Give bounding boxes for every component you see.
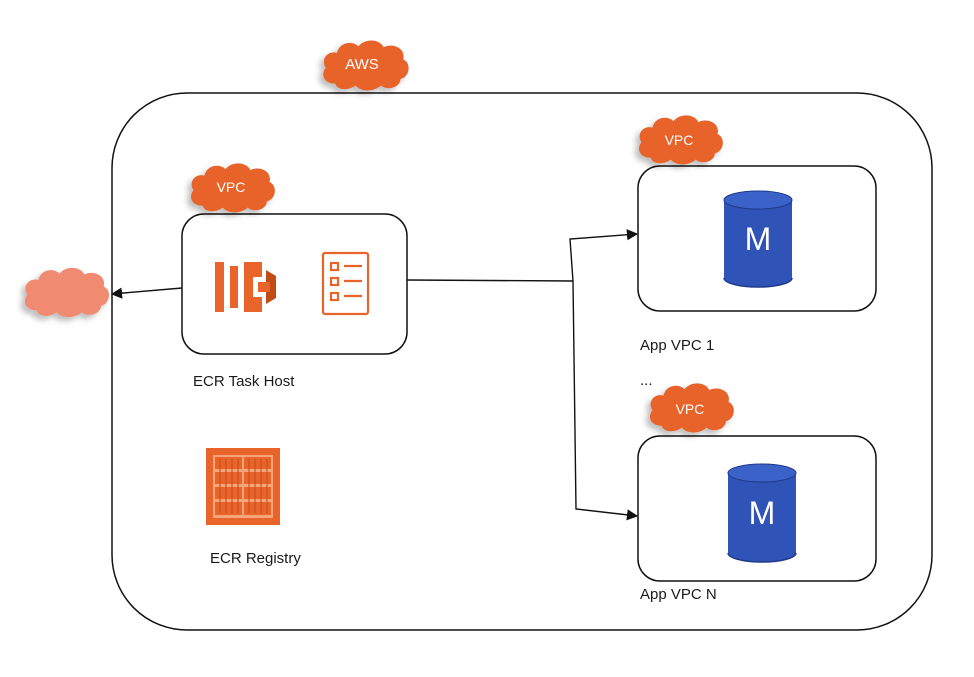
app-vpc-1-label: App VPC 1 (640, 337, 715, 354)
ecs-container-icon (215, 262, 276, 312)
task-definition-icon (321, 251, 370, 316)
database-icon-n (727, 463, 797, 563)
database-letter-n: M (749, 495, 776, 531)
ellipsis-label: ... (640, 372, 653, 389)
aws-cloud-label: AWS (345, 56, 379, 73)
app-vpc-n-label: App VPC N (640, 586, 717, 603)
database-letter-1: M (745, 221, 772, 257)
vpc-cloud-label-task-host: VPC (217, 179, 246, 195)
host-to-vpc-connector (406, 279, 574, 282)
task-host-box (181, 213, 408, 355)
ecr-registry-icon (206, 448, 280, 525)
internet-cloud (24, 267, 110, 318)
task-host-label: ECR Task Host (193, 373, 295, 390)
connector-to-vpc-1 (569, 229, 639, 282)
egress-arrow (110, 287, 183, 299)
connector-to-vpc-n (572, 280, 639, 521)
database-icon-1 (723, 190, 793, 288)
vpc-cloud-label-app-vpc-1: VPC (665, 132, 694, 148)
vpc-cloud-label-app-vpc-n: VPC (676, 401, 705, 417)
registry-label: ECR Registry (210, 550, 301, 567)
